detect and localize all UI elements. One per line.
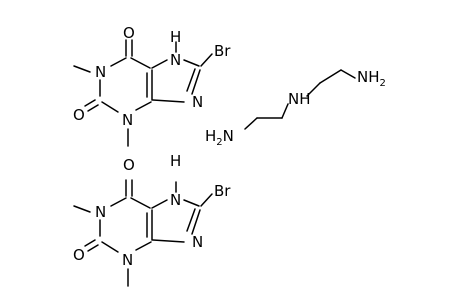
oxygen-atom-o2: O (73, 246, 85, 264)
bromine-atom: Br (214, 42, 231, 60)
amine-h2n-left-n: N (223, 127, 234, 145)
amine-nh2-right-subscript: 2 (380, 78, 386, 89)
bonds (244, 69, 356, 130)
bromine-atom: Br (214, 182, 231, 200)
amine-nh-center: NH (288, 90, 311, 108)
oxygen-atom-o2: O (73, 106, 85, 124)
diethylenetriamine: NH2 NH H2N (205, 68, 386, 148)
nitrogen-atom-n3: N (122, 251, 133, 269)
nitrogen-atom-n9: N (192, 233, 203, 251)
oxygen-atom-o6: O (123, 24, 135, 42)
hydrogen-atom-h7: H (170, 152, 181, 170)
nitrogen-atom-n1: N (95, 63, 106, 81)
hydrogen-atom-h7: H (170, 28, 181, 46)
bonds (73, 39, 213, 147)
amine-h2n-left-subscript: 2 (216, 137, 222, 148)
nitrogen-atom-n7: N (170, 51, 181, 69)
oxygen-atom-o6: O (123, 156, 135, 174)
nitrogen-atom-n9: N (192, 93, 203, 111)
amine-h2n-left-h: H (205, 127, 216, 145)
bromotheophylline-bottom: O H N Br N O N N (73, 152, 231, 287)
nitrogen-atom-n3: N (122, 111, 133, 129)
bonds (73, 179, 213, 287)
bromotheophylline-top: O H N Br N O N N (73, 24, 231, 147)
amine-nh2-right-main: NH (357, 68, 380, 86)
amine-nh2-right: NH2 (357, 68, 386, 89)
amine-h2n-left: H2N (205, 127, 234, 148)
nitrogen-atom-n7: N (170, 191, 181, 209)
nitrogen-atom-n1: N (95, 203, 106, 221)
